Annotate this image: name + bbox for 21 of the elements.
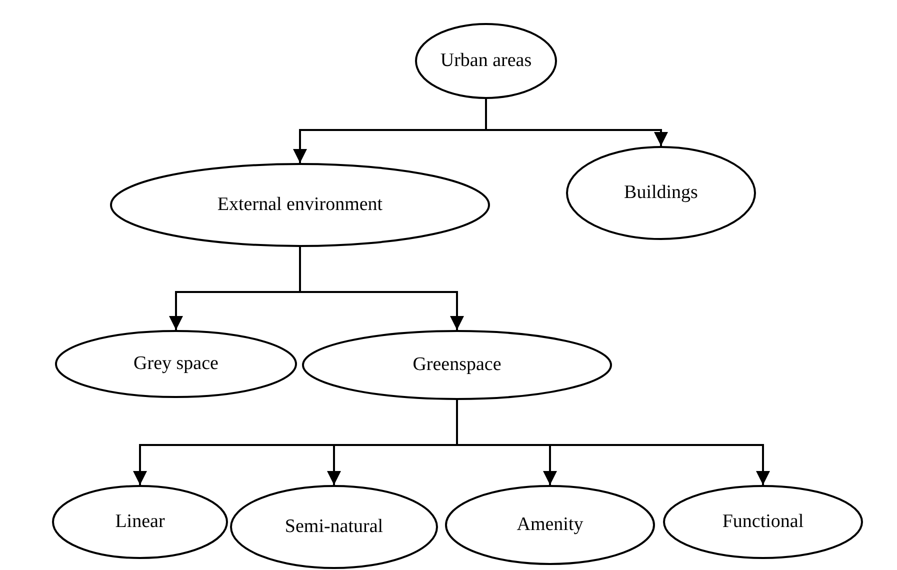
ellipse-node <box>663 485 863 559</box>
ellipse-node <box>415 23 557 99</box>
ellipse-node <box>110 163 490 247</box>
ellipse-node <box>302 330 612 400</box>
connector-arrow <box>456 400 770 485</box>
node-label: Linear <box>115 511 165 533</box>
node-label: Greenspace <box>412 354 502 376</box>
node-label: Grey space <box>134 353 218 375</box>
ellipse-node <box>445 485 655 565</box>
ellipse-node <box>566 146 756 240</box>
ellipse-node <box>52 485 228 559</box>
node-label: Semi-natural <box>284 516 384 538</box>
node-label: Amenity <box>516 514 584 536</box>
connector-arrow <box>299 247 464 330</box>
node-label: External environment <box>217 194 383 216</box>
ellipse-node <box>55 330 297 398</box>
ellipse-node <box>230 485 438 569</box>
connector-arrow <box>485 99 668 146</box>
node-label: Buildings <box>624 182 698 204</box>
node-label: Functional <box>722 511 804 533</box>
node-label: Urban areas <box>440 50 532 72</box>
